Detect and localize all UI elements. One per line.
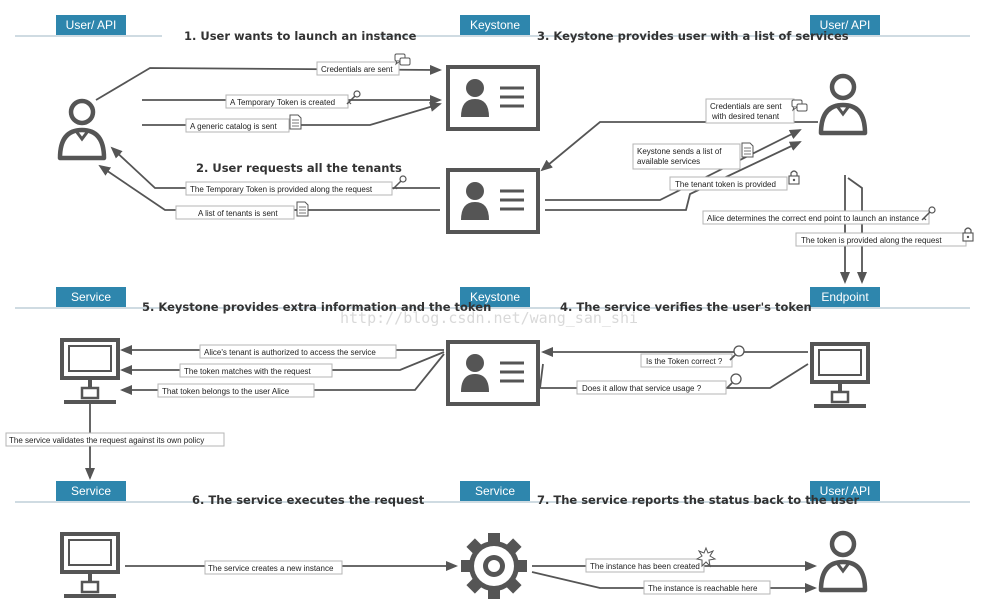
label-instance-created: The instance has been created <box>585 546 717 573</box>
label-temp-token-created: A Temporary Token is created <box>225 90 361 109</box>
user-icon <box>821 76 865 133</box>
label-instance-reachable: The instance is reachable here <box>643 580 771 595</box>
svg-text:Keystone: Keystone <box>470 18 520 32</box>
label-token-matches: The token matches with the request <box>179 363 333 378</box>
arrow-tenant-token <box>545 141 802 211</box>
svg-text:A list of tenants is sent: A list of tenants is sent <box>198 209 278 218</box>
svg-text:That token belongs to the user: That token belongs to the user Alice <box>162 387 290 396</box>
speech-bubble-icon <box>394 53 411 66</box>
step-5-title: 5. Keystone provides extra information a… <box>142 300 491 314</box>
tag-keystone-middle: Keystone <box>460 287 530 307</box>
svg-text:A generic catalog is sent: A generic catalog is sent <box>190 122 277 131</box>
step-7-title: 7. The service reports the status back t… <box>537 493 860 507</box>
svg-text:User/ API: User/ API <box>820 484 871 498</box>
svg-text:available services: available services <box>637 157 700 166</box>
document-icon <box>741 142 754 158</box>
step-6-title: 6. The service executes the request <box>192 493 425 507</box>
svg-text:The Temporary Token is provide: The Temporary Token is provided along th… <box>190 185 373 194</box>
label-generic-catalog: A generic catalog is sent <box>185 114 302 133</box>
magnifier-icon <box>729 345 745 361</box>
label-list-tenants: A list of tenants is sent <box>175 201 309 220</box>
tag-service-middle-left: Service <box>56 287 126 307</box>
tag-service-bottom-middle: Service <box>460 481 530 501</box>
svg-text:Endpoint: Endpoint <box>821 290 869 304</box>
key-icon <box>346 90 361 105</box>
step-3-title: 3. Keystone provides user with a list of… <box>537 29 849 43</box>
lock-icon <box>962 227 974 242</box>
svg-text:User/ API: User/ API <box>66 18 117 32</box>
svg-text:Alice determines the correct e: Alice determines the correct end point t… <box>707 214 920 223</box>
svg-text:Alice's tenant is authorized t: Alice's tenant is authorized to access t… <box>204 348 376 357</box>
svg-text:The instance has been created: The instance has been created <box>590 562 700 571</box>
label-token-belongs: That token belongs to the user Alice <box>157 383 315 398</box>
step-4-title: 4. The service verifies the user's token <box>560 300 812 314</box>
monitor-icon <box>810 342 870 408</box>
svg-text:Service: Service <box>475 484 515 498</box>
user-icon <box>60 101 104 158</box>
svg-text:A Temporary Token is created: A Temporary Token is created <box>230 98 335 107</box>
magnifier-icon <box>726 373 742 389</box>
id-card-icon <box>446 168 540 234</box>
svg-text:with desired tenant: with desired tenant <box>711 112 780 121</box>
document-icon <box>289 114 302 130</box>
monitor-icon <box>60 532 120 598</box>
svg-text:Is the Token correct ?: Is the Token correct ? <box>646 357 723 366</box>
monitor-icon <box>60 338 120 404</box>
watermark: http://blog.csdn.net/wang_san_shi <box>340 309 638 327</box>
svg-text:Credentials are sent: Credentials are sent <box>710 102 782 111</box>
tag-endpoint: Endpoint <box>810 287 880 307</box>
gear-icon <box>461 533 527 599</box>
speech-bubble-icon <box>791 99 808 112</box>
svg-text:The tenant token is provided: The tenant token is provided <box>675 180 776 189</box>
label-credentials-desired: Credentials are sent with desired tenant <box>705 98 808 124</box>
label-creates-instance: The service creates a new instance <box>204 560 343 575</box>
tag-user-api-top-right: User/ API <box>810 15 880 35</box>
tag-service-bottom-left: Service <box>56 481 126 501</box>
svg-text:Service: Service <box>71 484 111 498</box>
user-icon <box>821 533 865 590</box>
label-temp-token-provided: The Temporary Token is provided along th… <box>185 175 407 196</box>
svg-text:Does it allow that service usa: Does it allow that service usage ? <box>582 384 702 393</box>
svg-text:Keystone sends a list of: Keystone sends a list of <box>637 147 722 156</box>
label-alice-authorized: Alice's tenant is authorized to access t… <box>199 344 397 359</box>
label-token-along: The token is provided along the request <box>795 227 974 247</box>
label-allow-usage: Does it allow that service usage ? <box>576 373 742 395</box>
arrow-token-along <box>847 177 867 284</box>
key-icon <box>392 175 407 190</box>
step-2-title: 2. User requests all the tenants <box>196 161 402 175</box>
svg-text:The service validates the requ: The service validates the request agains… <box>9 436 204 445</box>
id-card-icon <box>446 65 540 131</box>
label-credentials-sent: Credentials are sent <box>316 53 411 76</box>
svg-text:Service: Service <box>71 290 111 304</box>
document-icon <box>296 201 309 217</box>
id-card-icon <box>446 340 540 406</box>
label-token-correct: Is the Token correct ? <box>640 345 745 368</box>
label-validates: The service validates the request agains… <box>5 432 225 447</box>
tag-keystone-top: Keystone <box>460 15 530 35</box>
tag-user-api-bottom-right: User/ API <box>810 481 880 501</box>
svg-text:The instance is reachable here: The instance is reachable here <box>648 584 758 593</box>
tag-user-api-top-left: User/ API <box>56 15 126 35</box>
arrow-list-tenants <box>98 164 440 211</box>
svg-text:The token is provided along th: The token is provided along the request <box>801 236 942 245</box>
svg-text:Credentials are sent: Credentials are sent <box>321 65 393 74</box>
svg-text:The token matches with the req: The token matches with the request <box>184 367 312 376</box>
label-alice-endpoint: Alice determines the correct end point t… <box>702 206 936 225</box>
starburst-icon <box>695 546 717 568</box>
svg-text:Keystone: Keystone <box>470 290 520 304</box>
label-tenant-token: The tenant token is provided <box>669 170 800 191</box>
step-1-title: 1. User wants to launch an instance <box>184 29 417 43</box>
svg-text:The service creates a new inst: The service creates a new instance <box>208 564 334 573</box>
svg-text:User/ API: User/ API <box>820 18 871 32</box>
lock-icon <box>788 170 800 185</box>
label-keystone-list: Keystone sends a list of available servi… <box>632 142 754 170</box>
